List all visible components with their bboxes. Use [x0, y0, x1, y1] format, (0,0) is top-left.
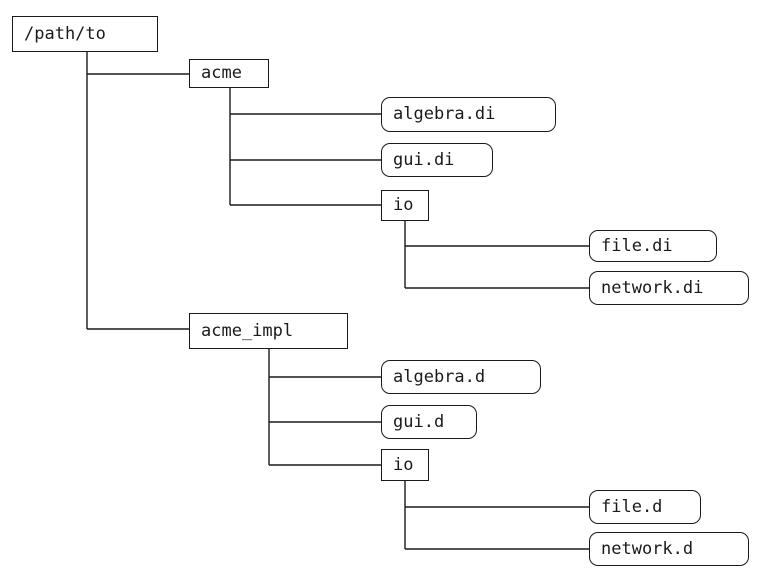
file-algebra-d-label: algebra.d: [393, 366, 486, 387]
file-network-d[interactable]: network.d: [589, 532, 749, 566]
file-file-d-label: file.d: [601, 496, 663, 517]
file-algebra-di-label: algebra.di: [393, 104, 496, 124]
connector-acme-impl-io: [404, 481, 589, 550]
connector-root: [86, 52, 189, 330]
file-network-d-label: network.d: [601, 538, 694, 559]
folder-acme-impl-label: acme_impl: [201, 320, 294, 341]
file-file-d[interactable]: file.d: [589, 490, 701, 524]
connector-acme-impl: [268, 349, 381, 466]
file-file-di-label: file.di: [601, 235, 673, 256]
file-file-di[interactable]: file.di: [589, 230, 717, 262]
folder-acme-label: acme: [201, 63, 242, 83]
file-algebra-d[interactable]: algebra.d: [381, 360, 541, 394]
file-algebra-di[interactable]: algebra.di: [381, 97, 556, 132]
file-gui-di[interactable]: gui.di: [381, 143, 493, 177]
folder-acme-impl-io[interactable]: io: [381, 449, 429, 481]
folder-path-to[interactable]: /path/to: [12, 16, 158, 52]
file-gui-d[interactable]: gui.d: [381, 405, 477, 439]
folder-acme-impl[interactable]: acme_impl: [189, 313, 348, 349]
connector-acme-io: [404, 221, 589, 289]
folder-acme-impl-io-label: io: [393, 454, 414, 475]
folder-acme-io[interactable]: io: [381, 190, 429, 221]
file-network-di[interactable]: network.di: [589, 271, 749, 305]
connector-acme: [229, 88, 381, 206]
folder-acme-io-label: io: [393, 195, 414, 215]
folder-path-to-label: /path/to: [24, 23, 106, 44]
file-network-di-label: network.di: [601, 277, 704, 298]
folder-acme[interactable]: acme: [189, 59, 269, 88]
file-gui-di-label: gui.di: [393, 149, 455, 170]
file-gui-d-label: gui.d: [393, 411, 445, 432]
